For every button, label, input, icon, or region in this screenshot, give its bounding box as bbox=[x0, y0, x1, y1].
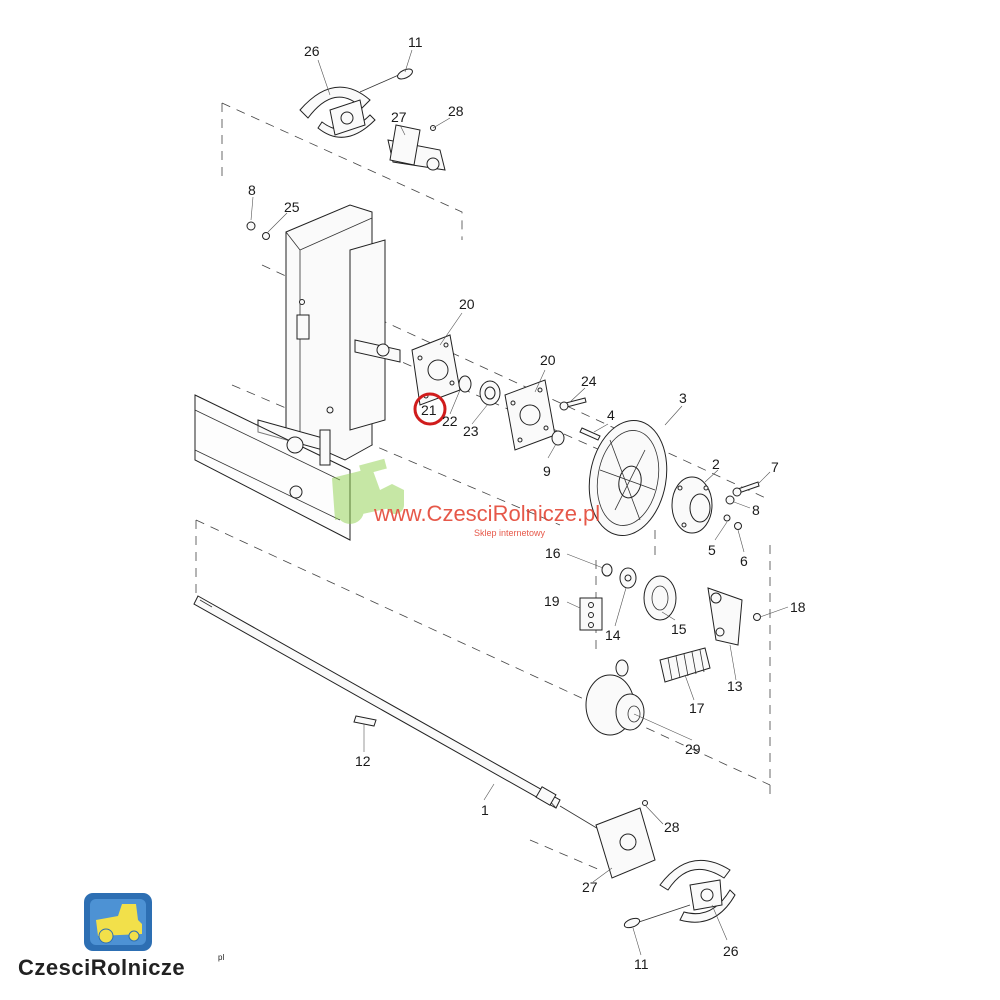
part-3-sprocket bbox=[588, 420, 668, 536]
callout-27: 27 bbox=[582, 879, 598, 895]
callout-8: 8 bbox=[248, 182, 256, 198]
part-11-bottom-pin bbox=[623, 904, 691, 929]
callout-23: 23 bbox=[463, 423, 479, 439]
part-9-washer bbox=[551, 430, 565, 446]
callout-12: 12 bbox=[355, 753, 371, 769]
callout-8: 8 bbox=[752, 502, 760, 518]
part-11-top-pin bbox=[359, 68, 413, 93]
callout-2: 2 bbox=[712, 456, 720, 472]
part-24-bolt bbox=[559, 397, 587, 411]
part-18-nut bbox=[753, 613, 761, 621]
callout-5: 5 bbox=[708, 542, 716, 558]
callout-14: 14 bbox=[605, 627, 621, 643]
callout-3: 3 bbox=[679, 390, 687, 406]
callout-27: 27 bbox=[391, 109, 407, 125]
part-27-bottom-bracket bbox=[595, 807, 656, 879]
callout-19: 19 bbox=[544, 593, 560, 609]
callout-22: 22 bbox=[442, 413, 458, 429]
brand-name: CzesciRolnicze bbox=[18, 955, 185, 980]
brand-logo: CzesciRolnicze pl bbox=[18, 893, 224, 980]
part-28-top-clip bbox=[430, 125, 436, 131]
watermark-tagline: Sklep internetowy bbox=[474, 528, 546, 538]
highlight-circle bbox=[413, 392, 447, 426]
callout-24: 24 bbox=[581, 373, 597, 389]
part-7-bolt bbox=[732, 481, 760, 497]
part-4-pin bbox=[579, 427, 601, 441]
callout-11: 11 bbox=[634, 956, 649, 972]
part-14-plate bbox=[619, 567, 637, 589]
part-2-hub bbox=[671, 476, 713, 534]
part-23-bearing bbox=[479, 380, 501, 406]
callout-26: 26 bbox=[304, 43, 320, 59]
callout-28: 28 bbox=[664, 819, 680, 835]
part-8-top-nut bbox=[246, 221, 256, 231]
watermark-url: www.CzesciRolnicze.pl bbox=[373, 501, 600, 526]
callout-28: 28 bbox=[448, 103, 464, 119]
part-13-tensioner-arm bbox=[707, 587, 743, 646]
part-15-small-sprocket bbox=[643, 575, 677, 621]
callout-17: 17 bbox=[689, 700, 705, 716]
part-8-nut bbox=[725, 495, 735, 505]
part-19-chain-link bbox=[579, 597, 603, 631]
part-26-top-stirrup bbox=[299, 86, 376, 138]
part-20-right-flange bbox=[504, 379, 556, 451]
callout-11: 11 bbox=[408, 34, 423, 50]
callout-21: 21 bbox=[421, 402, 437, 418]
watermark-tractor-icon bbox=[332, 458, 404, 524]
part-26-bottom-stirrup bbox=[659, 859, 736, 923]
part-28-bottom-clip bbox=[642, 800, 648, 806]
part-22-ring bbox=[458, 375, 472, 393]
tractor-icon bbox=[96, 904, 142, 944]
part-16-washer bbox=[601, 563, 613, 577]
callout-4: 4 bbox=[607, 407, 615, 423]
part-6-nut bbox=[734, 522, 742, 530]
leader-lines bbox=[250, 49, 789, 956]
callout-13: 13 bbox=[727, 678, 743, 694]
part-1-shaft bbox=[193, 595, 601, 831]
part-17-spring bbox=[659, 647, 711, 683]
callout-26: 26 bbox=[723, 943, 739, 959]
callout-7: 7 bbox=[771, 459, 779, 475]
callout-1: 1 bbox=[481, 802, 489, 818]
callout-16: 16 bbox=[545, 545, 561, 561]
watermark: www.CzesciRolnicze.pl Sklep internetowy bbox=[332, 458, 600, 538]
callout-29: 29 bbox=[685, 741, 701, 757]
part-5-washer bbox=[723, 514, 731, 522]
frame-upright bbox=[194, 204, 401, 541]
part-29-drive-hub bbox=[585, 659, 645, 736]
callout-labels: 26 11 27 28 8 25 20 20 24 4 3 21 22 23 9… bbox=[248, 34, 806, 972]
callout-20: 20 bbox=[459, 296, 475, 312]
callout-18: 18 bbox=[790, 599, 806, 615]
callout-25: 25 bbox=[284, 199, 300, 215]
part-12-key bbox=[353, 715, 377, 727]
part-25-washer bbox=[262, 232, 270, 240]
callout-6: 6 bbox=[740, 553, 748, 569]
callout-15: 15 bbox=[671, 621, 687, 637]
part-27-top-bracket bbox=[387, 124, 446, 171]
callout-9: 9 bbox=[543, 463, 551, 479]
callout-20: 20 bbox=[540, 352, 556, 368]
brand-superscript: pl bbox=[218, 953, 224, 962]
